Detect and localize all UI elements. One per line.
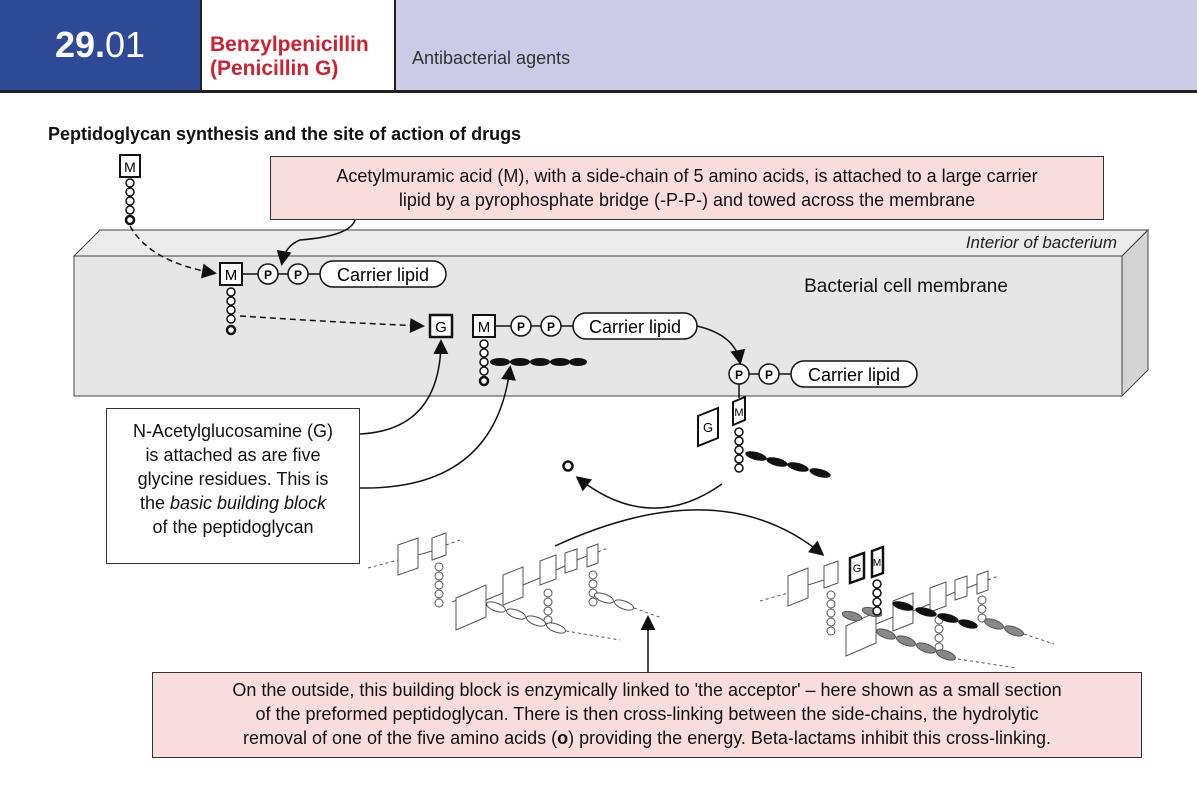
callout-crosslinking: On the outside, this building block is e… <box>152 672 1142 758</box>
header-rule <box>0 90 1197 93</box>
category-label: Antibacterial agents <box>396 0 1197 90</box>
svg-text:M: M <box>734 407 743 419</box>
acceptor-peptidoglycan <box>367 532 663 641</box>
svg-text:Carrier lipid: Carrier lipid <box>808 365 900 385</box>
carrier-lipid-label: Carrier lipid <box>337 265 429 285</box>
svg-text:G: G <box>435 319 447 336</box>
arrow-m-to-membrane <box>129 225 217 279</box>
m-pp-carrier-row1: M P P Carrier lipid <box>219 260 447 336</box>
header-divider <box>394 0 396 92</box>
callout-left-pointer-g <box>359 339 449 435</box>
arrow-to-g <box>239 315 425 333</box>
membrane-label: Bacterial cell membrane <box>804 276 1008 297</box>
crosslinked-peptidoglycan <box>759 560 1055 669</box>
interior-label: Interior of bacterium <box>966 233 1117 252</box>
arrow-release-amino-acid <box>575 476 723 509</box>
svg-text:P: P <box>294 268 302 282</box>
new-building-block-linked: G M <box>848 545 978 629</box>
svg-text:G: G <box>853 563 862 575</box>
drug-title-line1: Benzylpenicillin <box>210 33 369 56</box>
drug-title: Benzylpenicillin (Penicillin G) <box>202 0 392 90</box>
callout-left-pointer-chain <box>359 365 516 489</box>
svg-text:G: G <box>703 420 713 435</box>
svg-text:Carrier lipid: Carrier lipid <box>589 317 681 337</box>
svg-text:P: P <box>547 320 555 334</box>
g-m-pp-carrier-row2: G M P P Carrier lipid <box>428 312 698 387</box>
svg-text:M: M <box>225 267 238 284</box>
callout-muramic-acid: Acetylmuramic acid (M), with a side-chai… <box>270 156 1104 220</box>
drug-title-line2: (Penicillin G) <box>210 57 339 80</box>
header-divider <box>200 0 202 92</box>
svg-text:M: M <box>478 319 491 336</box>
callout-top-pointer <box>276 219 356 266</box>
released-amino-acid <box>562 460 574 472</box>
building-block-released: G M <box>697 395 831 478</box>
svg-text:P: P <box>517 320 525 334</box>
svg-text:P: P <box>765 368 773 382</box>
arrow-to-crosslinked <box>554 509 825 556</box>
m-label: M <box>124 159 136 175</box>
callout-building-block: N-Acetylglucosamine (G) is attached as a… <box>106 408 360 564</box>
svg-text:P: P <box>735 368 743 382</box>
page-header: 29.01 Benzylpenicillin (Penicillin G) An… <box>0 0 1197 93</box>
chapter-number: 29.01 <box>0 0 200 90</box>
muramic-acid-outside: M <box>119 154 141 226</box>
section-title: Peptidoglycan synthesis and the site of … <box>48 124 522 144</box>
svg-text:P: P <box>264 268 272 282</box>
svg-text:M: M <box>873 558 881 569</box>
arrow-to-row3 <box>696 325 746 365</box>
pp-carrier-row3: P P Carrier lipid <box>728 360 918 398</box>
